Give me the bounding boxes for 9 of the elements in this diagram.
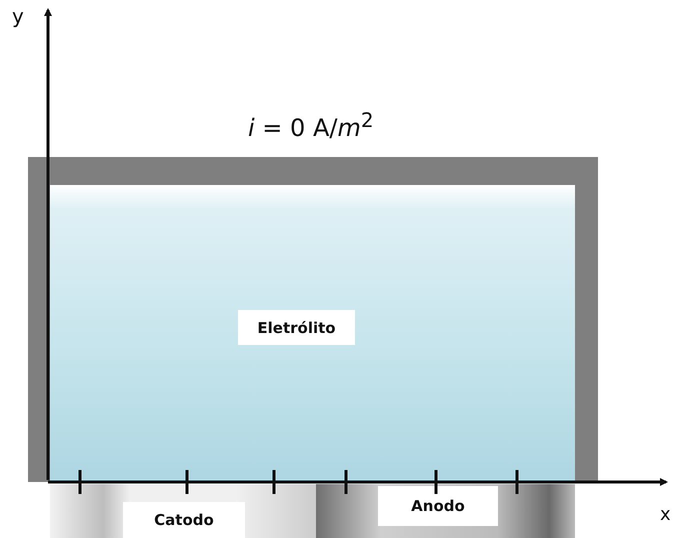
axis-label: x [660,504,671,525]
axis-label: y [12,4,24,28]
electrolyte-region [50,185,575,482]
boundary-condition-label: i = 0 A/m$^{2}$ [248,108,374,142]
anode-block [316,484,575,538]
cathode-label: Catodo [123,502,245,538]
electrolyte-label: Eletrólito [238,310,355,345]
cathode-block [50,484,316,538]
anode-label: Anodo [378,486,498,526]
